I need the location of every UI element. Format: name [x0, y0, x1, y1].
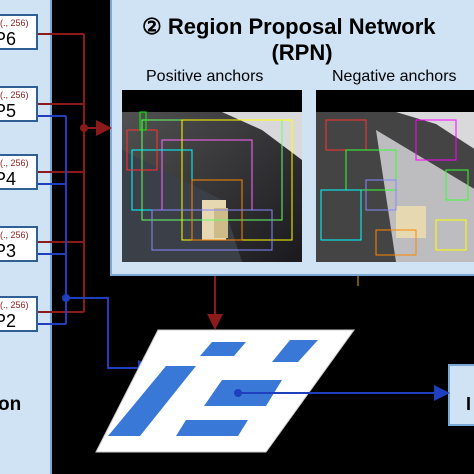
- roi-output-box: I: [448, 364, 474, 426]
- fpn-level-label: P2: [0, 311, 17, 331]
- blue-arrow-to-roi: [66, 297, 154, 376]
- negative-anchors-image: [316, 90, 474, 262]
- positive-anchors-scene: [122, 90, 302, 262]
- fpn-panel-label: on: [0, 394, 22, 415]
- fpn-level-label: P6: [0, 29, 17, 49]
- fpn-dim-label: (., 256): [0, 300, 29, 310]
- fpn-dim-label: (., 256): [0, 230, 29, 240]
- roi-box-3: [108, 366, 196, 436]
- fpn-level-p4: (., 256) P4: [0, 154, 38, 190]
- fpn-dim-label: (., 256): [0, 18, 29, 28]
- fpn-level-label: P3: [0, 241, 17, 261]
- fpn-level-label: P5: [0, 101, 17, 121]
- fpn-panel: (., 256) P6 (., 256) P5 (., 256) P4 (., …: [0, 0, 52, 474]
- negative-anchors-caption: Negative anchors: [332, 68, 457, 85]
- fpn-level-p5: (., 256) P5: [0, 86, 38, 122]
- positive-anchors-image: [122, 90, 302, 262]
- negative-anchors-scene: [316, 90, 474, 262]
- rpn-panel: ② Region Proposal Network (RPN) Positive…: [110, 0, 474, 276]
- red-junction-dot: [80, 124, 88, 132]
- fpn-dim-label: (., 256): [0, 90, 29, 100]
- rpn-subtitle: (RPN): [271, 40, 333, 65]
- fpn-dim-label: (., 256): [0, 158, 29, 168]
- fpn-level-p3: (., 256) P3: [0, 226, 38, 262]
- roi-box-1: [200, 342, 246, 356]
- roi-box-5: [176, 420, 248, 436]
- fpn-level-label: P4: [0, 169, 17, 189]
- roi-output-label: I: [466, 394, 472, 414]
- positive-anchors-caption: Positive anchors: [146, 68, 264, 85]
- fpn-level-p6: (., 256) P6: [0, 14, 38, 50]
- rpn-title: ② Region Proposal Network: [142, 14, 436, 39]
- roi-box-2: [272, 340, 318, 362]
- fpn-level-p2: (., 256) P2: [0, 296, 38, 332]
